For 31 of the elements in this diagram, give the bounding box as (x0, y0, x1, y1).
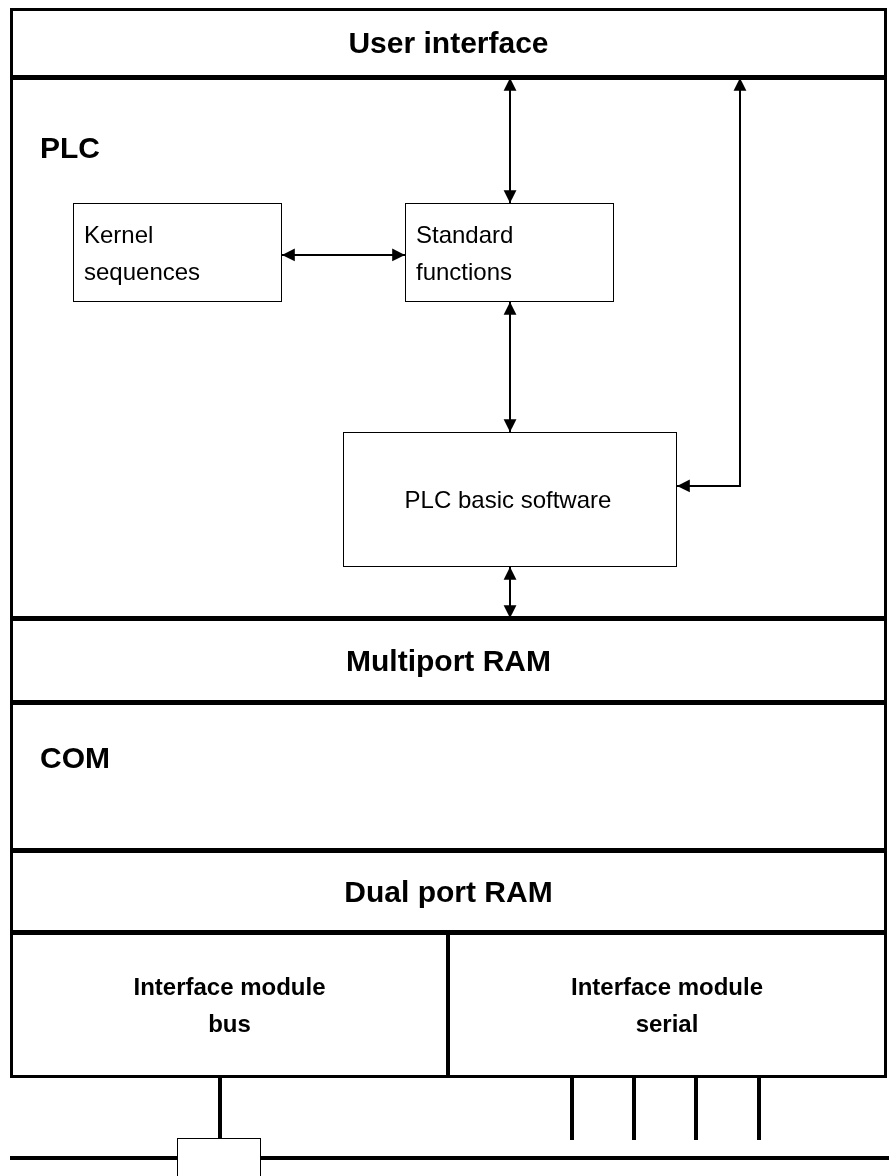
interface-module-box (447, 932, 887, 1078)
process-box (405, 203, 614, 302)
process-box (73, 203, 282, 302)
signal-line (694, 1078, 698, 1140)
layer-title: User interface (347, 24, 550, 61)
layer-band (10, 77, 887, 619)
layer-title: Interface module bus (132, 971, 327, 1039)
layer-band (10, 8, 887, 78)
arrow (676, 77, 747, 493)
process-box (343, 432, 677, 567)
arrow (503, 77, 517, 204)
layer-band (10, 702, 887, 851)
bus-connector-box (177, 1138, 261, 1176)
arrow (281, 248, 406, 262)
signal-line (757, 1078, 761, 1140)
interface-module-box (10, 932, 449, 1078)
connector-line (218, 1078, 222, 1138)
layer-band (10, 850, 887, 933)
box-label: PLC basic software (403, 484, 613, 515)
layer-title: PLC (40, 130, 100, 166)
arrow (503, 301, 517, 433)
arrow (503, 566, 517, 619)
layer-title: Interface module serial (569, 971, 764, 1039)
signal-line (570, 1078, 574, 1140)
layer-title: Multiport RAM (345, 642, 552, 679)
box-label: Kernel sequences (84, 219, 202, 287)
layer-title: COM (40, 740, 110, 776)
layer-title: Dual port RAM (343, 873, 554, 910)
box-label: Standard functions (416, 219, 515, 287)
layer-band (10, 618, 887, 703)
signal-line (632, 1078, 636, 1140)
